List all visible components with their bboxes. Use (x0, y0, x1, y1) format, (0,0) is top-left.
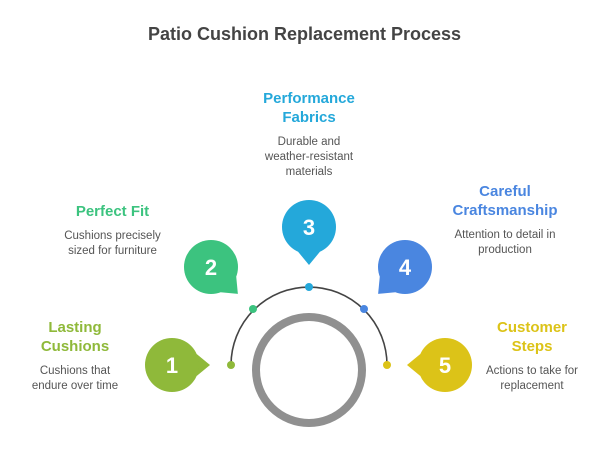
step-bubble-2: 2 (184, 240, 238, 294)
step-bubble-4: 4 (378, 240, 432, 294)
bubble-circle (378, 240, 432, 294)
bubble-circle (282, 200, 336, 254)
step-bubble-1: 1 (145, 338, 210, 392)
center-ring (252, 313, 366, 427)
diagram-title: Patio Cushion Replacement Process (147, 24, 462, 44)
arc-dot-5 (383, 361, 391, 369)
bubble-pointer (407, 353, 421, 377)
step-number: 2 (205, 255, 217, 280)
arc-dot-1 (227, 361, 235, 369)
bubble-circle (145, 338, 199, 392)
step-number: 1 (166, 353, 178, 378)
step-bubble-5: 5 (407, 338, 472, 392)
connector-arc (230, 286, 388, 366)
step-heading: Perfect Fit (75, 203, 150, 220)
bubble-pointer (297, 251, 321, 265)
step-number: 3 (303, 215, 315, 240)
step-number: 5 (439, 353, 451, 378)
step-number: 4 (399, 255, 412, 280)
arc-dot-3 (305, 283, 313, 291)
bubble-circle (184, 240, 238, 294)
bubble-pointer (196, 353, 210, 377)
arc-dot-2 (249, 305, 257, 313)
bubble-circle (418, 338, 472, 392)
step-bubble-3: 3 (282, 200, 336, 265)
arc-dot-4 (360, 305, 368, 313)
